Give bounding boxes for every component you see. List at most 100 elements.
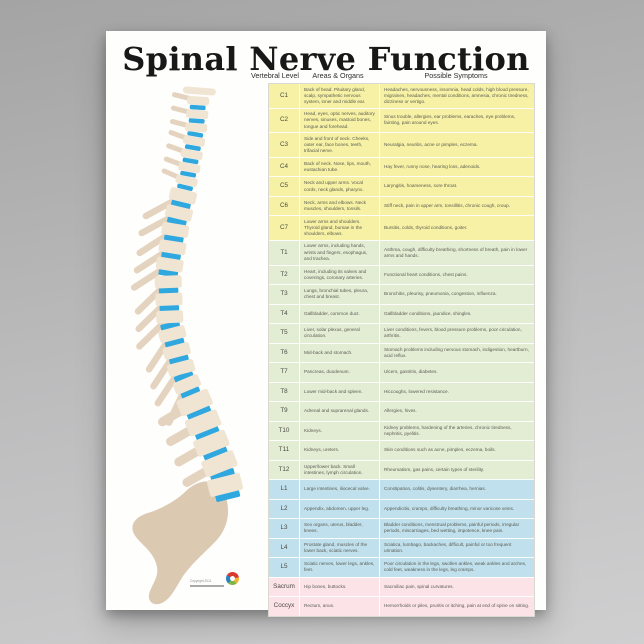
- table-row: T11 Kidneys, ureters.Skin conditions such…: [269, 440, 534, 460]
- vertebral-level: Coccyx: [273, 602, 295, 610]
- possible-symptoms: Rheumatism, gas pains, certain types of …: [379, 460, 534, 480]
- areas-organs: Hip bones, buttocks.: [299, 577, 379, 597]
- areas-organs: Kidneys, ureters.: [299, 441, 379, 460]
- table-row: L3 Sex organs, uterus, bladder, knees.Bla…: [269, 518, 534, 538]
- vertebral-level: T1: [280, 248, 288, 256]
- table-row: T12 Upper/lower back. Small intestines, l…: [269, 459, 534, 480]
- possible-symptoms: Bursitis, colds, thyroid conditions, goi…: [379, 216, 534, 240]
- possible-symptoms: Constipation, colitis, dysentery, diarrh…: [379, 480, 534, 499]
- table-row: C7 Lower arms and shoulders. Thyroid glan…: [269, 215, 534, 240]
- vertebral-level: T5: [280, 329, 288, 337]
- vertebral-level: T7: [280, 368, 288, 376]
- areas-organs: Gallbladder, common duct.: [299, 304, 379, 324]
- vertebral-level: C3: [279, 140, 289, 148]
- areas-organs: Heart, including its valves and covering…: [299, 265, 379, 285]
- vertebral-level: L2: [280, 504, 288, 512]
- poster: Spinal Nerve Function Vertebral Level Ar…: [106, 31, 546, 617]
- table-row: L5 Sciatic nerves, lower legs, ankles, fe…: [269, 557, 534, 577]
- copyright-block: Copyright 2011: [190, 579, 236, 587]
- areas-organs: Upper/lower back. Small intestines, lymp…: [299, 460, 379, 480]
- table-row: T5 Liver, solar plexus, general circulati…: [269, 323, 534, 343]
- areas-organs: Neck and upper arms. Vocal cords, neck g…: [299, 177, 379, 196]
- areas-organs: Mid-back and stomach.: [299, 343, 379, 363]
- areas-organs: Kidneys.: [299, 421, 379, 441]
- areas-organs: Liver, solar plexus, general circulation…: [299, 324, 379, 343]
- vertebral-level: T9: [280, 407, 288, 415]
- vertebral-level: T11: [278, 446, 290, 454]
- vertebral-level: C6: [279, 201, 289, 209]
- areas-organs: Sex organs, uterus, bladder, knees.: [299, 519, 379, 538]
- vertebral-level: T12: [278, 465, 290, 473]
- possible-symptoms: Appendicitis, cramps, difficulty breathi…: [379, 499, 534, 519]
- areas-organs: Head, eyes, optic nerves, auditory nerve…: [299, 108, 379, 133]
- possible-symptoms: Asthma, cough, difficulty breathing, sho…: [379, 240, 534, 265]
- possible-symptoms: Functional heart conditions, chest pains…: [379, 265, 534, 285]
- areas-organs: Lower arms, including hands, wrists and …: [299, 240, 379, 265]
- spine-illustration: [130, 86, 244, 605]
- vertebral-level: T6: [280, 348, 288, 356]
- possible-symptoms: Hemorrhoids or piles, pruritis or itchin…: [379, 597, 534, 616]
- vertebral-level: T10: [278, 426, 290, 434]
- table-row: T4 Gallbladder, common duct.Gallbladder c…: [269, 303, 534, 324]
- possible-symptoms: Skin conditions such as acne, pimples, e…: [379, 441, 534, 460]
- areas-organs: Neck, arms and elbows. Neck muscles, sho…: [299, 196, 379, 216]
- possible-symptoms: Liver conditions, fevers, blood pressure…: [379, 324, 534, 343]
- table-row: Coccyx Rectum, anus.Hemorrhoids or piles,…: [269, 596, 534, 616]
- copyright-text: Copyright 2011: [190, 579, 212, 583]
- possible-symptoms: Kidney problems, hardening of the arteri…: [379, 421, 534, 441]
- page-title: Spinal Nerve Function: [122, 40, 530, 78]
- possible-symptoms: Headaches, nervousness, insomnia, head c…: [379, 84, 534, 108]
- areas-organs: Lower arms and shoulders. Thyroid gland,…: [299, 216, 379, 240]
- areas-organs: Adrenal and suprarenal glands.: [299, 402, 379, 421]
- areas-organs: Back of neck. Nose, lips, mouth, eustach…: [299, 157, 379, 177]
- table-row: T1 Lower arms, including hands, wrists an…: [269, 239, 534, 265]
- table-row: L1 Large intestines, iliocecal valve.Cons…: [269, 479, 534, 499]
- table-row: T10 Kidneys.Kidney problems, hardening of…: [269, 420, 534, 441]
- vertebral-level: T3: [280, 290, 288, 298]
- possible-symptoms: Allergies, hives.: [379, 402, 534, 421]
- possible-symptoms: Sacroiliac pain, spinal curvatures.: [379, 577, 534, 597]
- table-row: T9 Adrenal and suprarenal glands.Allergie…: [269, 401, 534, 421]
- copyright-url-blurred: [190, 585, 224, 587]
- possible-symptoms: Hiccoughs, lowered resistance.: [379, 382, 534, 402]
- areas-organs: Back of head. Pituitary gland, scalp, sy…: [299, 84, 379, 108]
- areas-organs: Large intestines, iliocecal valve.: [299, 480, 379, 499]
- possible-symptoms: Bronchitis, pleurisy, pneumonia, congest…: [379, 285, 534, 304]
- vertebral-level: T4: [280, 309, 288, 317]
- possible-symptoms: Ulcers, gastritis, diabetes.: [379, 363, 534, 382]
- vertebral-level: L5: [280, 563, 288, 571]
- areas-organs: Side and front of neck. Cheeks, outer ea…: [299, 133, 379, 157]
- possible-symptoms: Hay fever, runny nose, hearing loss, ade…: [379, 157, 534, 177]
- column-header-vertebral-level: Vertebral Level: [251, 71, 299, 80]
- table-row: T2 Heart, including its valves and coveri…: [269, 264, 534, 285]
- table-row: C4 Back of neck. Nose, lips, mouth, eusta…: [269, 156, 534, 177]
- vertebral-level: T2: [280, 270, 288, 278]
- areas-organs: Rectum, anus.: [299, 597, 379, 616]
- areas-organs: Lower mid-back and spleen.: [299, 382, 379, 402]
- possible-symptoms: Bladder conditions, menstrual problems, …: [379, 519, 534, 538]
- table-row: T8 Lower mid-back and spleen.Hiccoughs, l…: [269, 381, 534, 402]
- areas-organs: Prostate gland, muscles of the lower bac…: [299, 538, 379, 558]
- vertebral-level: L3: [280, 524, 288, 532]
- vertebral-level: C7: [279, 223, 289, 231]
- possible-symptoms: Stomach problems including nervous stoma…: [379, 343, 534, 363]
- publisher-logo: [226, 572, 239, 585]
- vertebral-level: L1: [280, 485, 288, 493]
- areas-organs: Lungs, bronchial tubes, pleura, chest an…: [299, 285, 379, 304]
- vertebral-level: C4: [279, 162, 289, 170]
- table-row: T3 Lungs, bronchial tubes, pleura, chest …: [269, 284, 534, 304]
- possible-symptoms: Gallbladder conditions, jaundice, shingl…: [379, 304, 534, 324]
- possible-symptoms: Laryngitis, hoarseness, sore throat.: [379, 177, 534, 196]
- table-row: C6 Neck, arms and elbows. Neck muscles, s…: [269, 195, 534, 216]
- column-header-areas-organs: Areas & Organs: [312, 71, 364, 80]
- vertebral-level: T8: [280, 387, 288, 395]
- possible-symptoms: Poor circulation in the legs, swollen an…: [379, 558, 534, 577]
- areas-organs: Sciatic nerves, lower legs, ankles, feet…: [299, 558, 379, 577]
